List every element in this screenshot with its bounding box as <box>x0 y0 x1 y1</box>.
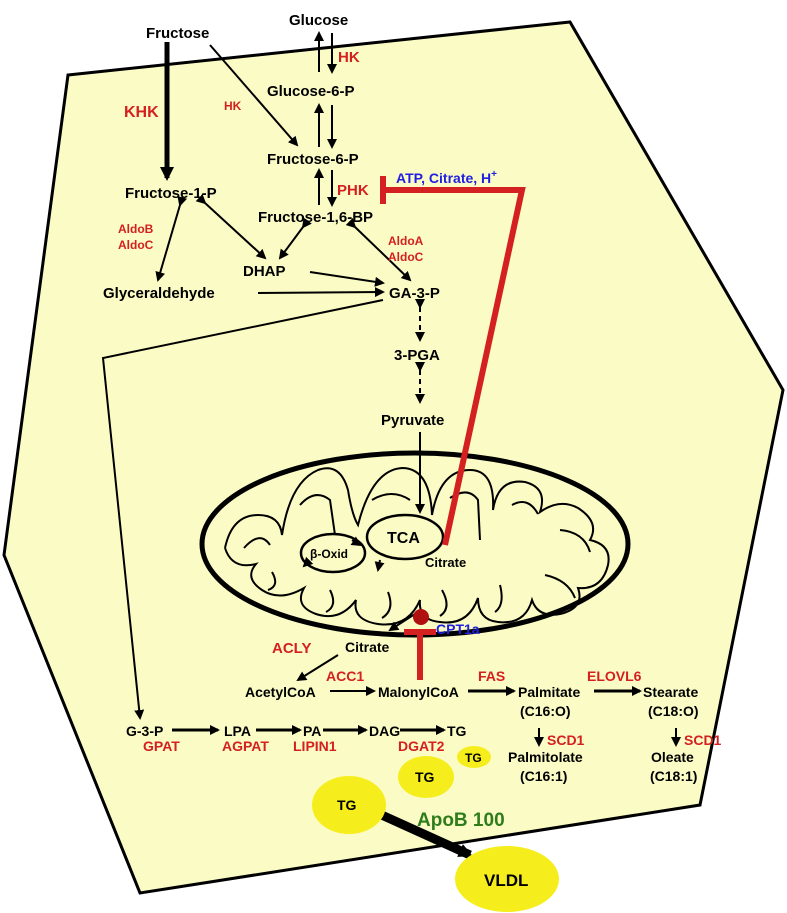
enzyme-aldoc-right: AldoC <box>388 250 424 264</box>
vldl-label: VLDL <box>484 871 528 890</box>
label-fructose-16-bp: Fructose-1,6-BP <box>258 209 373 226</box>
label-palmitolate: Palmitolate <box>508 749 583 765</box>
tg-droplet-large <box>312 776 386 834</box>
enzyme-aldoa: AldoA <box>388 234 424 248</box>
label-pyruvate: Pyruvate <box>381 412 444 429</box>
label-palmitate: Palmitate <box>518 684 580 700</box>
label-palmitolate-formula: (C16:1) <box>520 768 567 784</box>
enzyme-dgat2: DGAT2 <box>398 738 445 754</box>
label-dhap: DHAP <box>243 263 286 280</box>
enzyme-labels: KHK HK HK PHK AldoB AldoC AldoA AldoC AC… <box>118 49 722 754</box>
tg-large-label: TG <box>337 797 357 813</box>
tg-medium-label: TG <box>415 769 435 785</box>
enzyme-hk-side: HK <box>224 99 242 113</box>
enzyme-agpat: AGPAT <box>222 738 269 754</box>
enzyme-scd1-right: SCD1 <box>684 732 722 748</box>
label-fructose-6-p: Fructose-6-P <box>267 151 359 168</box>
enzyme-scd1-left: SCD1 <box>547 732 585 748</box>
regulator-labels: ATP, Citrate, H+ CPT1a <box>396 169 497 637</box>
enzyme-fas: FAS <box>478 668 505 684</box>
enzyme-gpat: GPAT <box>143 738 180 754</box>
label-3-pga: 3-PGA <box>394 347 440 364</box>
vldl-particle <box>455 846 559 912</box>
label-tg: TG <box>447 723 467 739</box>
apob-100-label: ApoB 100 <box>417 810 505 831</box>
enzyme-acc1: ACC1 <box>326 668 364 684</box>
pathway-arrows <box>101 31 681 747</box>
enzyme-khk: KHK <box>124 104 159 121</box>
enzyme-aldob: AldoB <box>118 222 154 236</box>
label-ga-3-p: GA-3-P <box>389 285 440 302</box>
regulator-cpt1a: CPT1a <box>436 621 480 637</box>
mitochondrion <box>199 450 631 638</box>
regulator-atp-citrate-h: ATP, Citrate, H+ <box>396 169 497 186</box>
enzyme-aldoc-left: AldoC <box>118 238 154 252</box>
label-malonylcoa: MalonylCoA <box>378 684 459 700</box>
label-stearate-formula: (C18:O) <box>648 703 699 719</box>
label-citrate-cyto: Citrate <box>345 639 390 655</box>
label-g-3-p: G-3-P <box>126 723 163 739</box>
label-oleate-formula: (C18:1) <box>650 768 697 784</box>
enzyme-acly: ACLY <box>272 640 311 657</box>
label-beta-oxid: β-Oxid <box>310 547 348 561</box>
label-acetylcoa: AcetylCoA <box>245 684 316 700</box>
label-stearate: Stearate <box>643 684 698 700</box>
label-fructose: Fructose <box>146 25 209 42</box>
label-lpa: LPA <box>224 723 251 739</box>
label-citrate-mito: Citrate <box>425 555 466 570</box>
droplet-labels: TG TG TG VLDL ApoB 100 <box>337 751 528 890</box>
tg-droplet-medium <box>398 756 454 798</box>
label-tca: TCA <box>387 530 420 547</box>
label-glucose: Glucose <box>289 12 348 29</box>
lipid-droplets <box>312 746 559 912</box>
inhibition-lines <box>380 176 526 680</box>
label-dag: DAG <box>369 723 400 739</box>
enzyme-hk-upper: HK <box>338 49 360 66</box>
label-glyceraldehyde: Glyceraldehyde <box>103 285 215 302</box>
label-fructose-1-p: Fructose-1-P <box>125 185 217 202</box>
vldl-export-arrow <box>373 807 473 860</box>
label-pa: PA <box>303 723 321 739</box>
metabolite-labels: Fructose Glucose Glucose-6-P Fructose-6-… <box>103 12 699 784</box>
enzyme-phk: PHK <box>337 182 369 199</box>
label-oleate: Oleate <box>651 749 694 765</box>
label-palmitate-formula: (C16:O) <box>520 703 571 719</box>
tg-droplet-small <box>457 746 491 768</box>
label-glucose-6-p: Glucose-6-P <box>267 83 355 100</box>
enzyme-elovl6: ELOVL6 <box>587 668 642 684</box>
tg-small-label: TG <box>465 751 482 765</box>
enzyme-lipin1: LIPIN1 <box>293 738 337 754</box>
